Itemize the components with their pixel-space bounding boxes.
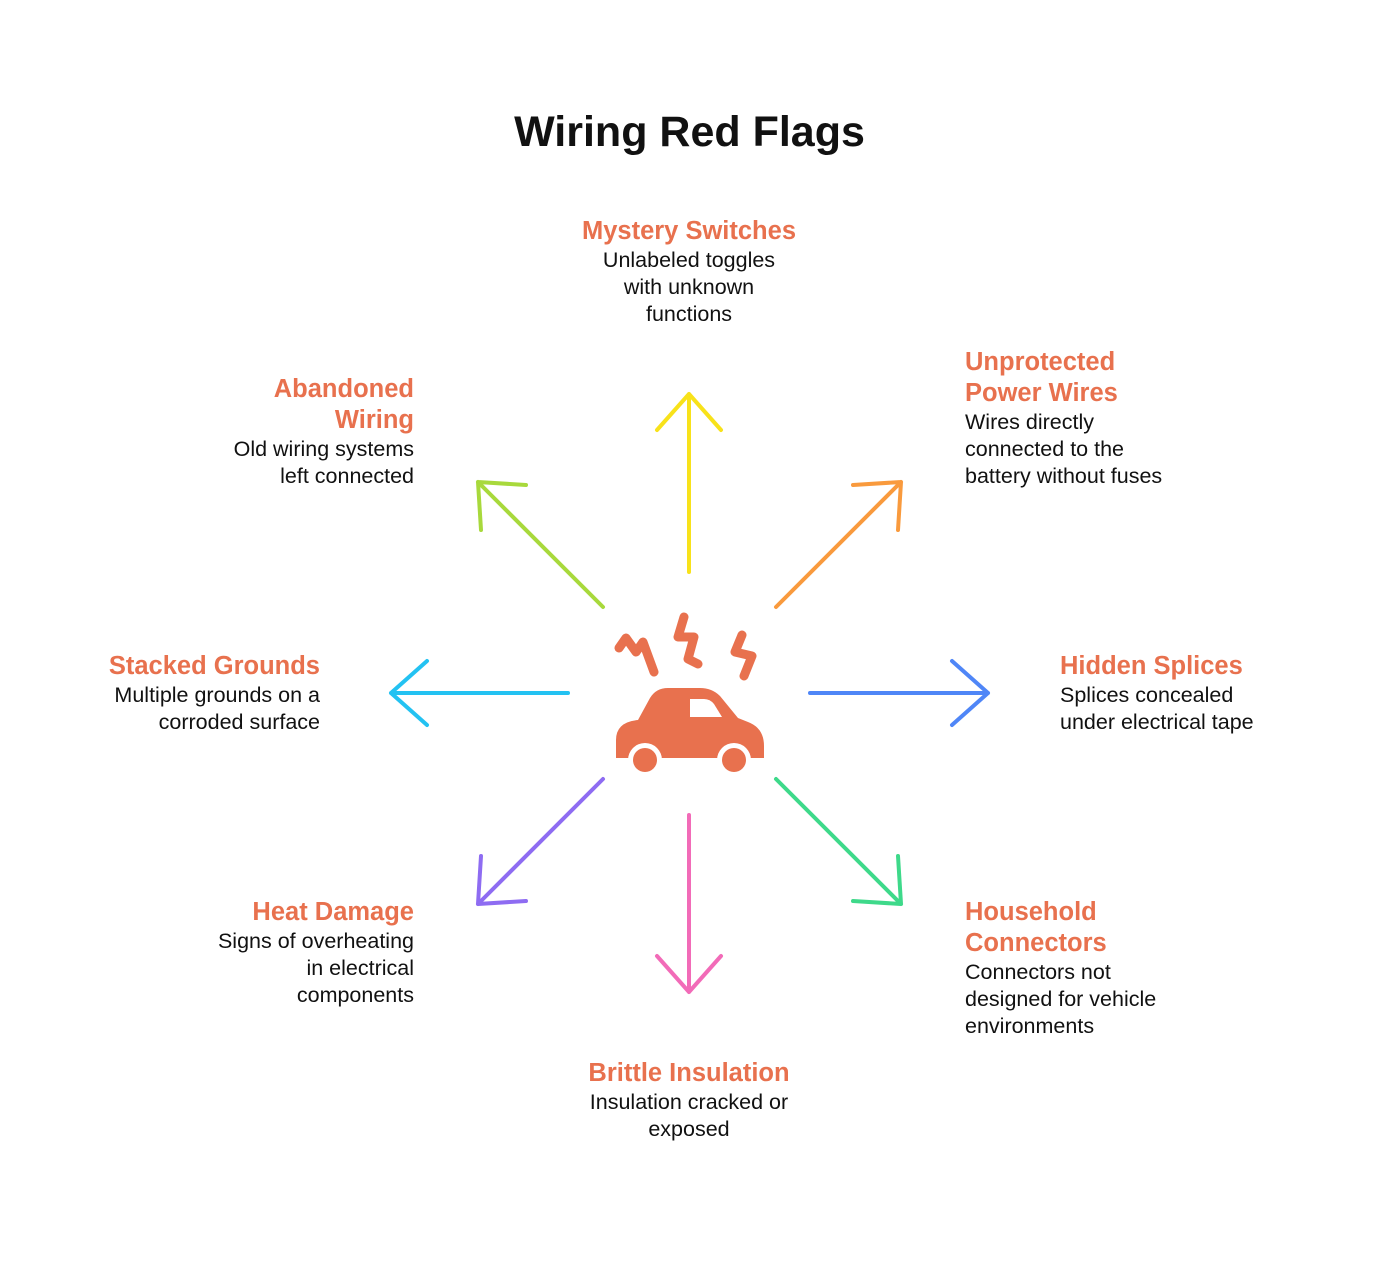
car-body-icon [616, 688, 764, 758]
car-with-lightning-bolts-icon [614, 612, 764, 777]
heading-line: Household [965, 898, 1097, 926]
heading-line: Unprotected [965, 348, 1116, 376]
flag-heading: Mystery Switches [581, 217, 796, 245]
flag-heading: Brittle Insulation [588, 1059, 790, 1087]
description-line: in electrical [306, 956, 414, 980]
flag-heading: Hidden Splices [1060, 652, 1243, 680]
flag-heat-damage: Heat Damage Signs of overheating in elec… [154, 897, 414, 1009]
description-line: left connected [280, 464, 414, 488]
arrow-unprotected-power-wires [774, 480, 903, 609]
flag-heading: Unprotected Power Wires [965, 347, 1225, 409]
heading-line: Abandoned [273, 375, 414, 403]
description-line: battery without fuses [965, 464, 1163, 488]
flag-description: Wires directly connected to the battery … [965, 409, 1225, 490]
flag-household-connectors: Household Connectors Connectors not desi… [965, 897, 1225, 1040]
flag-description: Signs of overheating in electrical compo… [154, 928, 414, 1009]
description-line: Splices concealed [1060, 683, 1234, 707]
car-window-icon [690, 699, 722, 717]
description-line: connected to the [965, 437, 1124, 461]
description-line: Unlabeled toggles [602, 248, 776, 272]
arrow-heat-damage [476, 777, 605, 906]
flag-hidden-splices: Hidden Splices Splices concealed under e… [1060, 651, 1320, 736]
arrow-mystery-switches [655, 392, 723, 574]
description-line: Multiple grounds on a [114, 683, 320, 707]
description-line: corroded surface [158, 710, 320, 734]
arrow-household-connectors [774, 777, 903, 906]
lightning-bolt-right-icon [730, 630, 757, 681]
description-line: Wires directly [965, 410, 1095, 434]
flag-description: Connectors not designed for vehicle envi… [965, 959, 1225, 1040]
description-line: Old wiring systems [233, 437, 414, 461]
description-line: environments [965, 1014, 1095, 1038]
heading-line: Power Wires [965, 379, 1118, 407]
arrow-hidden-splices [808, 659, 990, 727]
description-line: Insulation cracked or [589, 1090, 789, 1114]
diagram-title: Wiring Red Flags [514, 108, 865, 156]
flag-description: Unlabeled toggles with unknown functions [559, 247, 819, 328]
flag-mystery-switches: Mystery Switches Unlabeled toggles with … [559, 216, 819, 328]
flag-heading: Abandoned Wiring [154, 374, 414, 436]
flag-stacked-grounds: Stacked Grounds Multiple grounds on a co… [60, 651, 320, 736]
flag-unprotected-power-wires: Unprotected Power Wires Wires directly c… [965, 347, 1225, 490]
flag-description: Insulation cracked or exposed [559, 1089, 819, 1143]
flag-description: Splices concealed under electrical tape [1060, 682, 1320, 736]
arrow-brittle-insulation [655, 813, 723, 994]
car-rear-wheel-icon [722, 748, 746, 772]
description-line: under electrical tape [1060, 710, 1254, 734]
car-front-wheel-icon [633, 748, 657, 772]
lightning-bolt-middle-icon [673, 612, 703, 669]
description-line: functions [645, 302, 733, 326]
heading-line: Connectors [965, 929, 1107, 957]
flag-heading: Heat Damage [252, 898, 414, 926]
flag-description: Old wiring systems left connected [154, 436, 414, 490]
description-line: components [296, 983, 414, 1007]
arrow-abandoned-wiring [476, 480, 605, 609]
description-line: exposed [648, 1117, 730, 1141]
flag-heading: Stacked Grounds [108, 652, 320, 680]
lightning-bolt-left-icon [614, 633, 659, 677]
flag-description: Multiple grounds on a corroded surface [60, 682, 320, 736]
description-line: Signs of overheating [217, 929, 414, 953]
flag-abandoned-wiring: Abandoned Wiring Old wiring systems left… [154, 374, 414, 490]
flag-heading: Household Connectors [965, 897, 1225, 959]
arrow-stacked-grounds [389, 659, 570, 727]
description-line: Connectors not [965, 960, 1111, 984]
heading-line: Wiring [334, 406, 414, 434]
description-line: with unknown [623, 275, 755, 299]
description-line: designed for vehicle [965, 987, 1157, 1011]
flag-brittle-insulation: Brittle Insulation Insulation cracked or… [559, 1058, 819, 1143]
